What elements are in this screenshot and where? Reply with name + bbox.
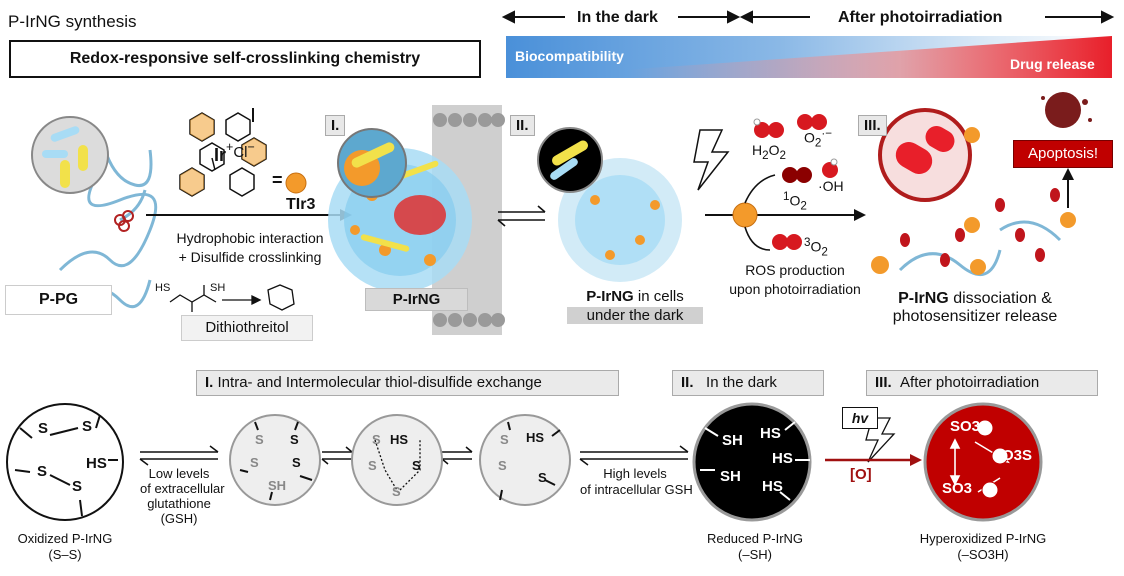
reduced-nanogel [692,402,812,522]
s-atom-1: S [38,420,49,437]
int3-s3: S [538,470,547,485]
exchange-intermediate-3 [479,414,571,506]
ppg-zoom-circle [31,116,109,194]
ppg-red-rings [114,210,134,232]
s-atom-4: S [72,478,83,495]
tir3-sphere [285,172,307,194]
cells-label: P-IrNG in cells under the dark [567,288,703,324]
in-the-dark-label: In the dark [577,9,658,26]
counter-ion: +Cl− [226,140,255,161]
hyperoxidized-label: Hyperoxidized P-IrNG(–SO3H) [919,531,1047,562]
oxidation-arrow-head [910,454,922,466]
oxidized-nanogel [6,403,124,521]
reduced-hs-2: HS [772,450,793,467]
chemistry-box: Redox-responsive self-crosslinking chemi… [9,40,481,78]
oh-radical-label: ·OH [818,178,844,194]
reduced-sh-2: SH [720,468,741,485]
step-1-label: I. [325,115,346,136]
o3s-label: O3S [1002,447,1033,464]
hv-label: hv [842,407,878,429]
equals-sign: = [272,170,283,190]
hydrophobic-line2: + Disulfide crosslinking [178,249,322,265]
step-2-label: II. [510,115,535,136]
equilibrium-arrows-top [497,205,546,227]
s-atom-3: S [37,463,48,480]
synthesis-title: P-IrNG synthesis [8,12,137,31]
biocompatibility-label: Biocompatibility [515,48,624,64]
int2-s4: S [392,484,401,499]
mid-arrows-2 [441,446,473,465]
timeline-arrows [501,10,1115,24]
ppg-label: P-PG [5,285,112,315]
apoptotic-cell [1041,92,1092,128]
ros-molecules [753,114,838,250]
int1-s3: S [250,455,259,470]
step-3-label: III. [858,115,887,136]
int1-s4: S [292,455,301,470]
oxidant-label: [O] [850,466,872,483]
section-3-header: III. After photoirradiation [866,370,1098,396]
dithiothreitol-structure [169,284,295,312]
int2-s2: S [368,458,377,473]
reduced-hs-1: HS [760,425,781,442]
section-1-header: I. Intra- and Intermolecular thiol-disul… [196,370,619,396]
drug-release-label: Drug release [1010,56,1095,72]
int1-sh: SH [268,478,287,493]
int3-hs: HS [526,430,545,445]
pirng-label: P-IrNG [365,288,468,311]
int3-s2: S [498,458,507,473]
int1-s1: S [255,432,264,447]
reduced-sh-1: SH [722,432,743,449]
int3-s1: S [500,432,509,447]
exchange-intermediate-1 [229,414,321,506]
o2-radical-label: O2·− [804,127,833,150]
triplet-o2-label: 3O2 [804,236,828,259]
singlet-o2-label: 1O2 [783,190,807,213]
hs-label-oxidized: HS [86,455,107,472]
int2-s1: S [372,432,381,447]
low-gsh-arrows [139,445,219,466]
hydrophobic-line1: Hydrophobic interaction [176,230,324,246]
so3-label-1: SO3 [950,418,981,435]
dithiothreitol-label: Dithiothreitol [181,315,313,341]
photosensitizer-sphere [732,202,758,228]
bottom-illustration [6,402,1043,522]
ros-line2: upon photoirradiation [729,281,861,297]
int2-hs: HS [390,432,409,447]
int2-s3: S [412,458,421,473]
mid-arrows-1 [321,446,353,465]
ros-line1: ROS production [745,262,845,278]
dtt-labels: HS SH [155,282,226,294]
dissociation-label: P-IrNG dissociation & photosensitizer re… [892,290,1058,325]
int1-s2: S [290,432,299,447]
after-photoirradiation-label: After photoirradiation [838,9,1003,26]
oxidized-label: Oxidized P-IrNG(S–S) [17,531,113,562]
tir3-label: TIr3 [286,196,316,213]
so3-label-2: SO3 [942,480,973,497]
tir3-aromatic-fill [180,113,266,196]
reduced-label: Reduced P-IrNG(–SH) [706,531,804,562]
iridium-label: Ir [214,145,227,165]
lightning-bolt-icon [693,129,730,191]
dissociation-scene [871,108,1076,276]
apoptosis-label: Apoptosis! [1013,140,1113,168]
section-2-header: II. In the dark [672,370,824,396]
high-gsh-arrows [579,445,689,466]
reduced-hs-3: HS [762,478,783,495]
pirng-in-cells [558,158,682,282]
exchange-intermediate-2 [351,414,443,506]
h2o2-label: H2O2 [752,142,786,162]
s-atom-2: S [82,418,93,435]
hv-lightning-icon [865,417,896,463]
hyperoxidized-nanogel [923,402,1043,522]
